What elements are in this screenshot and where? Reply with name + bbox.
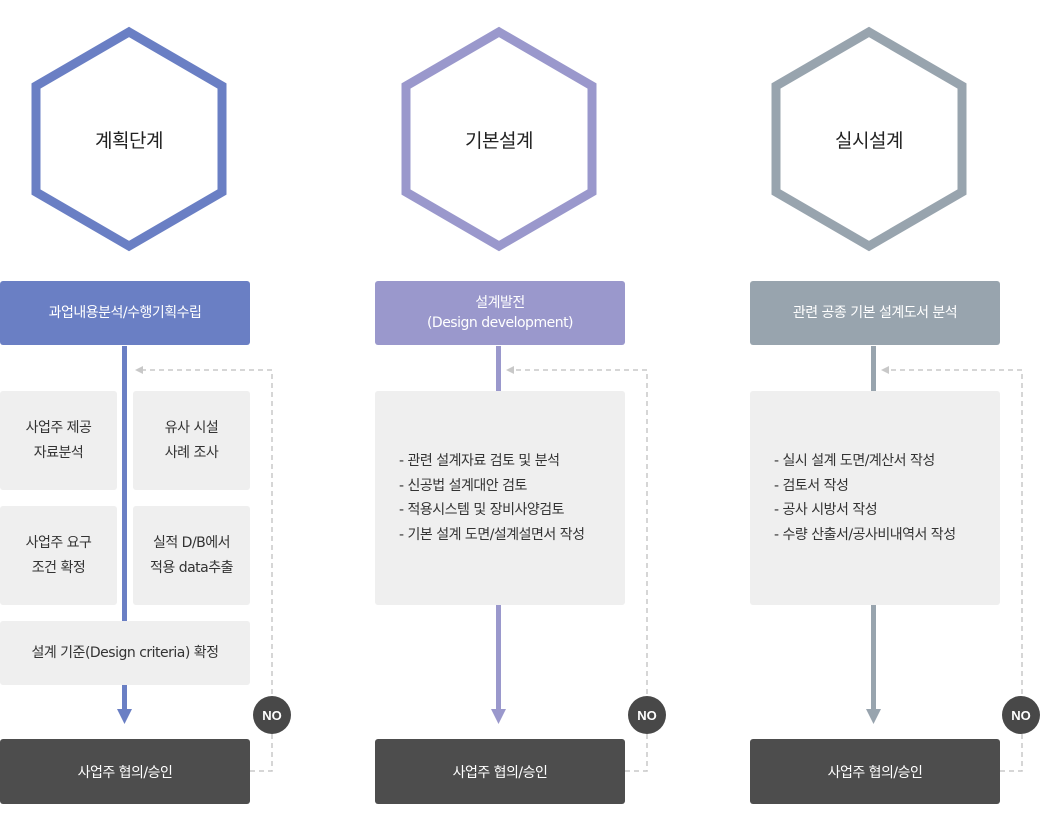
hexagon-basic-design: [401, 26, 597, 252]
list-item: 관련 설계자료 검토 및 분석: [399, 449, 585, 474]
flow-line-detail-bottom: [871, 605, 876, 710]
task-line: 유사 시설: [164, 419, 219, 436]
head-line: (Design development): [426, 315, 574, 331]
list-item: 실시 설계 도면/계산서 작성: [774, 449, 956, 474]
list-item: 적용시스템 및 장비사양검토: [399, 498, 585, 523]
arrow-head-planning: [117, 709, 132, 724]
head-box-planning: 과업내용분석/수행기획수립: [0, 281, 250, 345]
task-box-client-requirements: 사업주 요구 조건 확정: [0, 506, 117, 605]
task-list-detail-design: 실시 설계 도면/계산서 작성 검토서 작성 공사 시방서 작성 수량 산출서/…: [750, 391, 1000, 605]
task-box-design-criteria: 설계 기준(Design criteria) 확정: [0, 621, 250, 685]
list-item: 수량 산출서/공사비내역서 작성: [774, 523, 957, 548]
head-line: 관련 공종 기본 설계도서 분석: [792, 305, 958, 321]
list-item: 신공법 설계대안 검토: [399, 474, 585, 499]
head-box-basic-design: 설계발전 (Design development): [375, 281, 625, 345]
no-badge-basic-design: NO: [628, 696, 666, 734]
approval-label: 사업주 협의/승인: [452, 764, 548, 781]
list-item: 공사 시방서 작성: [774, 498, 956, 523]
task-line: 실적 D/B에서: [152, 534, 231, 551]
no-badge-planning: NO: [253, 696, 291, 734]
list-item: 기본 설계 도면/설계설면서 작성: [399, 523, 586, 548]
task-line: 적용 data추출: [149, 559, 234, 576]
flow-line-detail-top: [871, 346, 876, 391]
hex-label-detail-design: 실시설계: [835, 130, 903, 152]
hexagon-planning: [31, 26, 227, 252]
task-line: 사례 조사: [164, 444, 219, 461]
head-line: 과업내용분석/수행기획수립: [48, 305, 202, 321]
flow-line-planning: [122, 346, 127, 710]
no-badge-detail-design: NO: [1002, 696, 1040, 734]
task-line: 설계 기준(Design criteria) 확정: [31, 644, 219, 661]
feedback-line-detail: [881, 366, 1023, 772]
task-box-db-extraction: 실적 D/B에서 적용 data추출: [133, 506, 250, 605]
approval-label: 사업주 협의/승인: [77, 764, 173, 781]
head-line: 설계발전: [475, 295, 525, 311]
hex-label-planning: 계획단계: [95, 130, 163, 152]
approval-label: 사업주 협의/승인: [827, 764, 923, 781]
approval-box-planning: 사업주 협의/승인: [0, 739, 250, 804]
task-line: 사업주 요구: [25, 534, 92, 551]
hexagon-detail-design: [771, 26, 967, 252]
task-list-basic-design: 관련 설계자료 검토 및 분석 신공법 설계대안 검토 적용시스템 및 장비사양…: [375, 391, 625, 605]
hex-label-basic-design: 기본설계: [465, 130, 533, 152]
list-item: 검토서 작성: [774, 474, 956, 499]
feedback-line-planning: [135, 366, 273, 772]
task-box-similar-cases: 유사 시설 사례 조사: [133, 391, 250, 490]
arrow-head-basic: [491, 709, 506, 724]
approval-box-basic-design: 사업주 협의/승인: [375, 739, 625, 804]
approval-box-detail-design: 사업주 협의/승인: [750, 739, 1000, 804]
head-box-detail-design: 관련 공종 기본 설계도서 분석: [750, 281, 1000, 345]
flow-line-basic-top: [496, 346, 501, 391]
task-line: 사업주 제공: [25, 419, 92, 436]
task-line: 자료분석: [33, 444, 84, 461]
arrow-head-detail: [866, 709, 881, 724]
task-line: 조건 확정: [31, 559, 86, 576]
flow-line-basic-bottom: [496, 605, 501, 710]
task-box-client-data: 사업주 제공 자료분석: [0, 391, 117, 490]
feedback-line-basic: [506, 366, 648, 772]
